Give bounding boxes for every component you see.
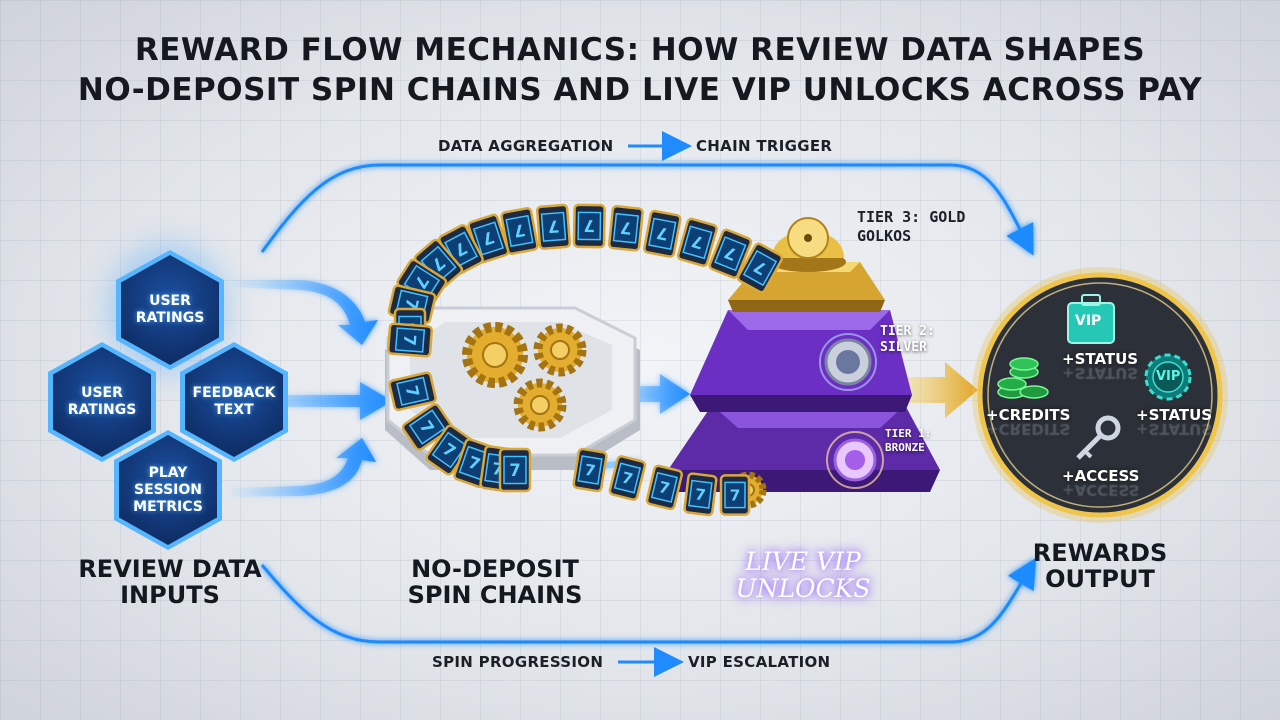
input-node-feedback-text: FEEDBACK TEXT <box>180 342 288 462</box>
input-arrow-3 <box>232 438 376 497</box>
tier-2-label: TIER 2: SILVER <box>880 324 935 356</box>
top-flow-arc <box>260 163 1034 256</box>
middle-arrow <box>600 374 690 414</box>
flow-label-data-aggregation: DATA AGGREGATION <box>438 137 614 155</box>
reel-segment: 7 <box>467 213 510 264</box>
reel-segment: 7 <box>607 205 644 252</box>
reel-segment: 7 <box>535 203 572 250</box>
tier-1-label: TIER 1: BRONZE <box>885 427 931 455</box>
reel-segment: 7 <box>401 403 453 451</box>
reel-symbol: 7 <box>619 218 632 238</box>
reel-symbol: 7 <box>509 461 520 480</box>
tier-1-line-2: BRONZE <box>885 441 925 454</box>
tier-1-line-1: TIER 1: <box>885 427 932 440</box>
bottom-flow-arc <box>260 557 1037 644</box>
reel-segment: 7 <box>498 447 532 493</box>
reel-symbol: 7 <box>512 220 527 241</box>
live-vip-unlocks-label: LIVE VIP UNLOCKS <box>718 548 888 602</box>
title-line-1: Reward Flow Mechanics: How Review Data S… <box>134 32 1146 68</box>
bronze-disc-icon <box>826 431 884 489</box>
reel-segment: 7 <box>425 424 474 476</box>
reel-symbol: 7 <box>694 485 707 504</box>
credits-icon <box>997 357 1049 399</box>
spin-chains-label-line-1: NO-DEPOSIT <box>411 555 579 583</box>
gold-arrow <box>905 362 978 418</box>
tier-3-line-2: GOLKOS <box>857 227 912 245</box>
reel-symbol: 7 <box>402 384 423 399</box>
reel-symbol: 7 <box>730 487 741 505</box>
reel-segment: 7 <box>438 224 484 275</box>
review-data-inputs-label: REVIEW DATA INPUTS <box>40 556 300 608</box>
reel-segment: 7 <box>645 464 684 511</box>
flow-label-chain-trigger: CHAIN TRIGGER <box>696 137 833 155</box>
reel-symbol: 7 <box>583 216 595 235</box>
input-arrow-1 <box>232 280 378 345</box>
vip-chip-text: VIP <box>1156 369 1181 384</box>
reward-status-right: +STATUS <box>1136 406 1212 424</box>
reel-segment: 7 <box>643 209 682 258</box>
input-node-user-ratings-2: USER RATINGS <box>48 342 156 462</box>
vip-label-line-1: LIVE VIP <box>745 547 861 576</box>
reward-access: +ACCESS <box>1062 467 1139 485</box>
review-data-label-line-1: REVIEW DATA <box>78 555 262 583</box>
reward-credits: +CREDITS <box>986 406 1070 424</box>
input-node-label: PLAY SESSION METRICS <box>133 464 203 515</box>
vip-badge-icon <box>1067 294 1115 344</box>
reel-segment: 7 <box>572 447 608 493</box>
input-node-label: USER RATINGS <box>67 385 137 418</box>
rewards-label-line-1: REWARDS <box>1032 539 1168 567</box>
gold-dome-icon <box>770 217 846 272</box>
input-arrow-2 <box>232 382 392 420</box>
reel-segment: 7 <box>386 322 434 358</box>
reel-segment: 7 <box>736 242 784 294</box>
reel-symbol: 7 <box>657 478 672 498</box>
reel-symbol: 7 <box>620 469 635 489</box>
gear-icon <box>462 322 767 509</box>
input-node-label: USER RATINGS <box>135 293 205 326</box>
reel-symbol: 7 <box>480 227 497 249</box>
input-node-play-session-metrics: PLAY SESSION METRICS <box>114 430 222 550</box>
flow-label-vip-escalation: VIP ESCALATION <box>688 653 831 671</box>
flow-label-spin-progression: SPIN PROGRESSION <box>432 653 604 671</box>
reel-segment: 7 <box>708 228 753 279</box>
tier-3-label: TIER 3: GOLD GOLKOS <box>857 208 965 246</box>
reward-status-top: +STATUS <box>1062 350 1138 368</box>
reel-segment: 7 <box>719 474 751 516</box>
reel-segment: 7 <box>413 238 464 290</box>
review-data-label-line-2: INPUTS <box>120 581 220 609</box>
rewards-label-line-2: OUTPUT <box>1045 565 1155 593</box>
spin-chains-label: NO-DEPOSIT SPIN CHAINS <box>380 556 610 608</box>
rewards-output-label: REWARDS OUTPUT <box>990 540 1210 592</box>
reel-segment: 7 <box>676 217 718 267</box>
input-node-user-ratings-1: USER RATINGS <box>116 250 224 370</box>
vip-label-line-2: UNLOCKS <box>735 574 871 603</box>
tier-3-line-1: TIER 3: GOLD <box>857 208 966 226</box>
reel-symbol: 7 <box>547 216 560 236</box>
rewards-circle <box>972 267 1228 523</box>
reel-symbol: 7 <box>583 461 596 480</box>
page-title: Reward Flow Mechanics: How Review Data S… <box>0 30 1280 110</box>
input-node-label: FEEDBACK TEXT <box>192 385 276 418</box>
reel-segment: 7 <box>683 472 718 517</box>
tier-2-line-1: TIER 2: <box>880 324 935 339</box>
tier-2-line-2: SILVER <box>880 340 927 355</box>
reel-segment: 7 <box>388 371 437 412</box>
reel-segment: 7 <box>500 207 539 255</box>
reel-segment: 7 <box>572 203 606 249</box>
vip-chip-icon <box>1144 353 1192 401</box>
key-icon <box>1076 415 1121 460</box>
reel-symbol: 7 <box>655 223 670 244</box>
vip-badge-text: VIP <box>1075 313 1102 329</box>
reel-symbol: 7 <box>689 231 705 252</box>
silver-disc-icon <box>819 333 877 391</box>
reel-symbol: 7 <box>400 334 420 347</box>
reel-segment: 7 <box>608 455 647 501</box>
title-line-2: No-Deposit Spin Chains and Live VIP Unlo… <box>77 72 1203 108</box>
spin-chains-label-line-2: SPIN CHAINS <box>407 581 583 609</box>
